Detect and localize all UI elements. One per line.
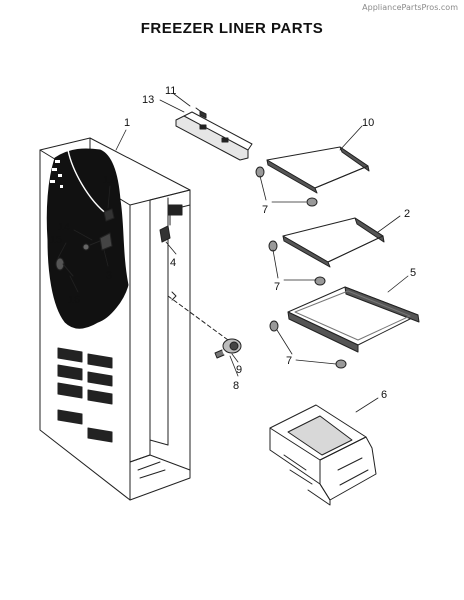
leader-lines xyxy=(57,93,409,413)
callout-16: 16 xyxy=(68,294,80,306)
watermark: AppliancePartsPros.com xyxy=(362,3,458,12)
knob-part-9 xyxy=(214,338,242,359)
callout-8: 8 xyxy=(233,380,239,392)
callout-7-shelf-10: 7 xyxy=(262,204,268,216)
callout-12: 12 xyxy=(103,174,115,186)
callout-6: 6 xyxy=(381,389,387,401)
callout-13: 13 xyxy=(142,94,154,106)
callout-4: 4 xyxy=(170,257,176,269)
callout-5: 5 xyxy=(410,267,416,279)
callout-14: 14 xyxy=(58,221,70,233)
shelf-5 xyxy=(269,286,420,369)
callout-15: 15 xyxy=(50,234,62,246)
callout-2: 2 xyxy=(404,208,410,220)
callout-1: 1 xyxy=(124,117,130,129)
small-hardware xyxy=(55,208,115,277)
callout-3: 3 xyxy=(106,270,112,282)
callout-7-shelf-2: 7 xyxy=(274,281,280,293)
page-title: FREEZER LINER PARTS xyxy=(140,20,324,37)
bracket-13 xyxy=(175,107,253,161)
callout-7-shelf-5: 7 xyxy=(286,355,292,367)
callout-10: 10 xyxy=(362,117,374,129)
callout-9: 9 xyxy=(236,364,242,376)
bin-6 xyxy=(269,404,377,506)
callout-11: 11 xyxy=(165,85,176,97)
shelf-2 xyxy=(268,217,385,286)
freezer-liner xyxy=(39,137,191,501)
shelf-10 xyxy=(255,146,370,207)
